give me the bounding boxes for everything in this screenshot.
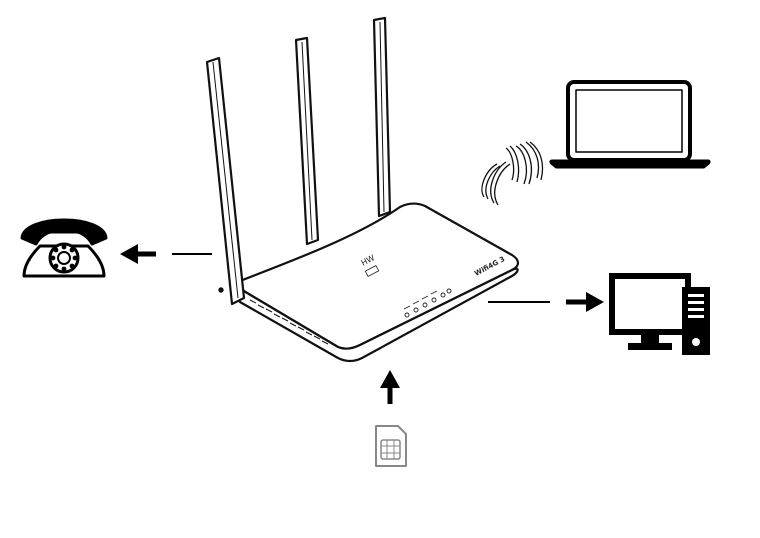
arrow-into-router [380,370,400,404]
wifi-signal-icon [482,142,543,205]
monitor-icon [612,276,688,350]
arrow-to-telephone [120,244,212,264]
router [207,18,518,361]
sim-card-icon [376,426,406,466]
arrow-to-desktop [488,292,604,312]
desktop-computer-icon [612,276,710,355]
laptop-icon [550,82,710,168]
computer-tower-icon [682,287,710,355]
telephone-icon [22,220,106,276]
